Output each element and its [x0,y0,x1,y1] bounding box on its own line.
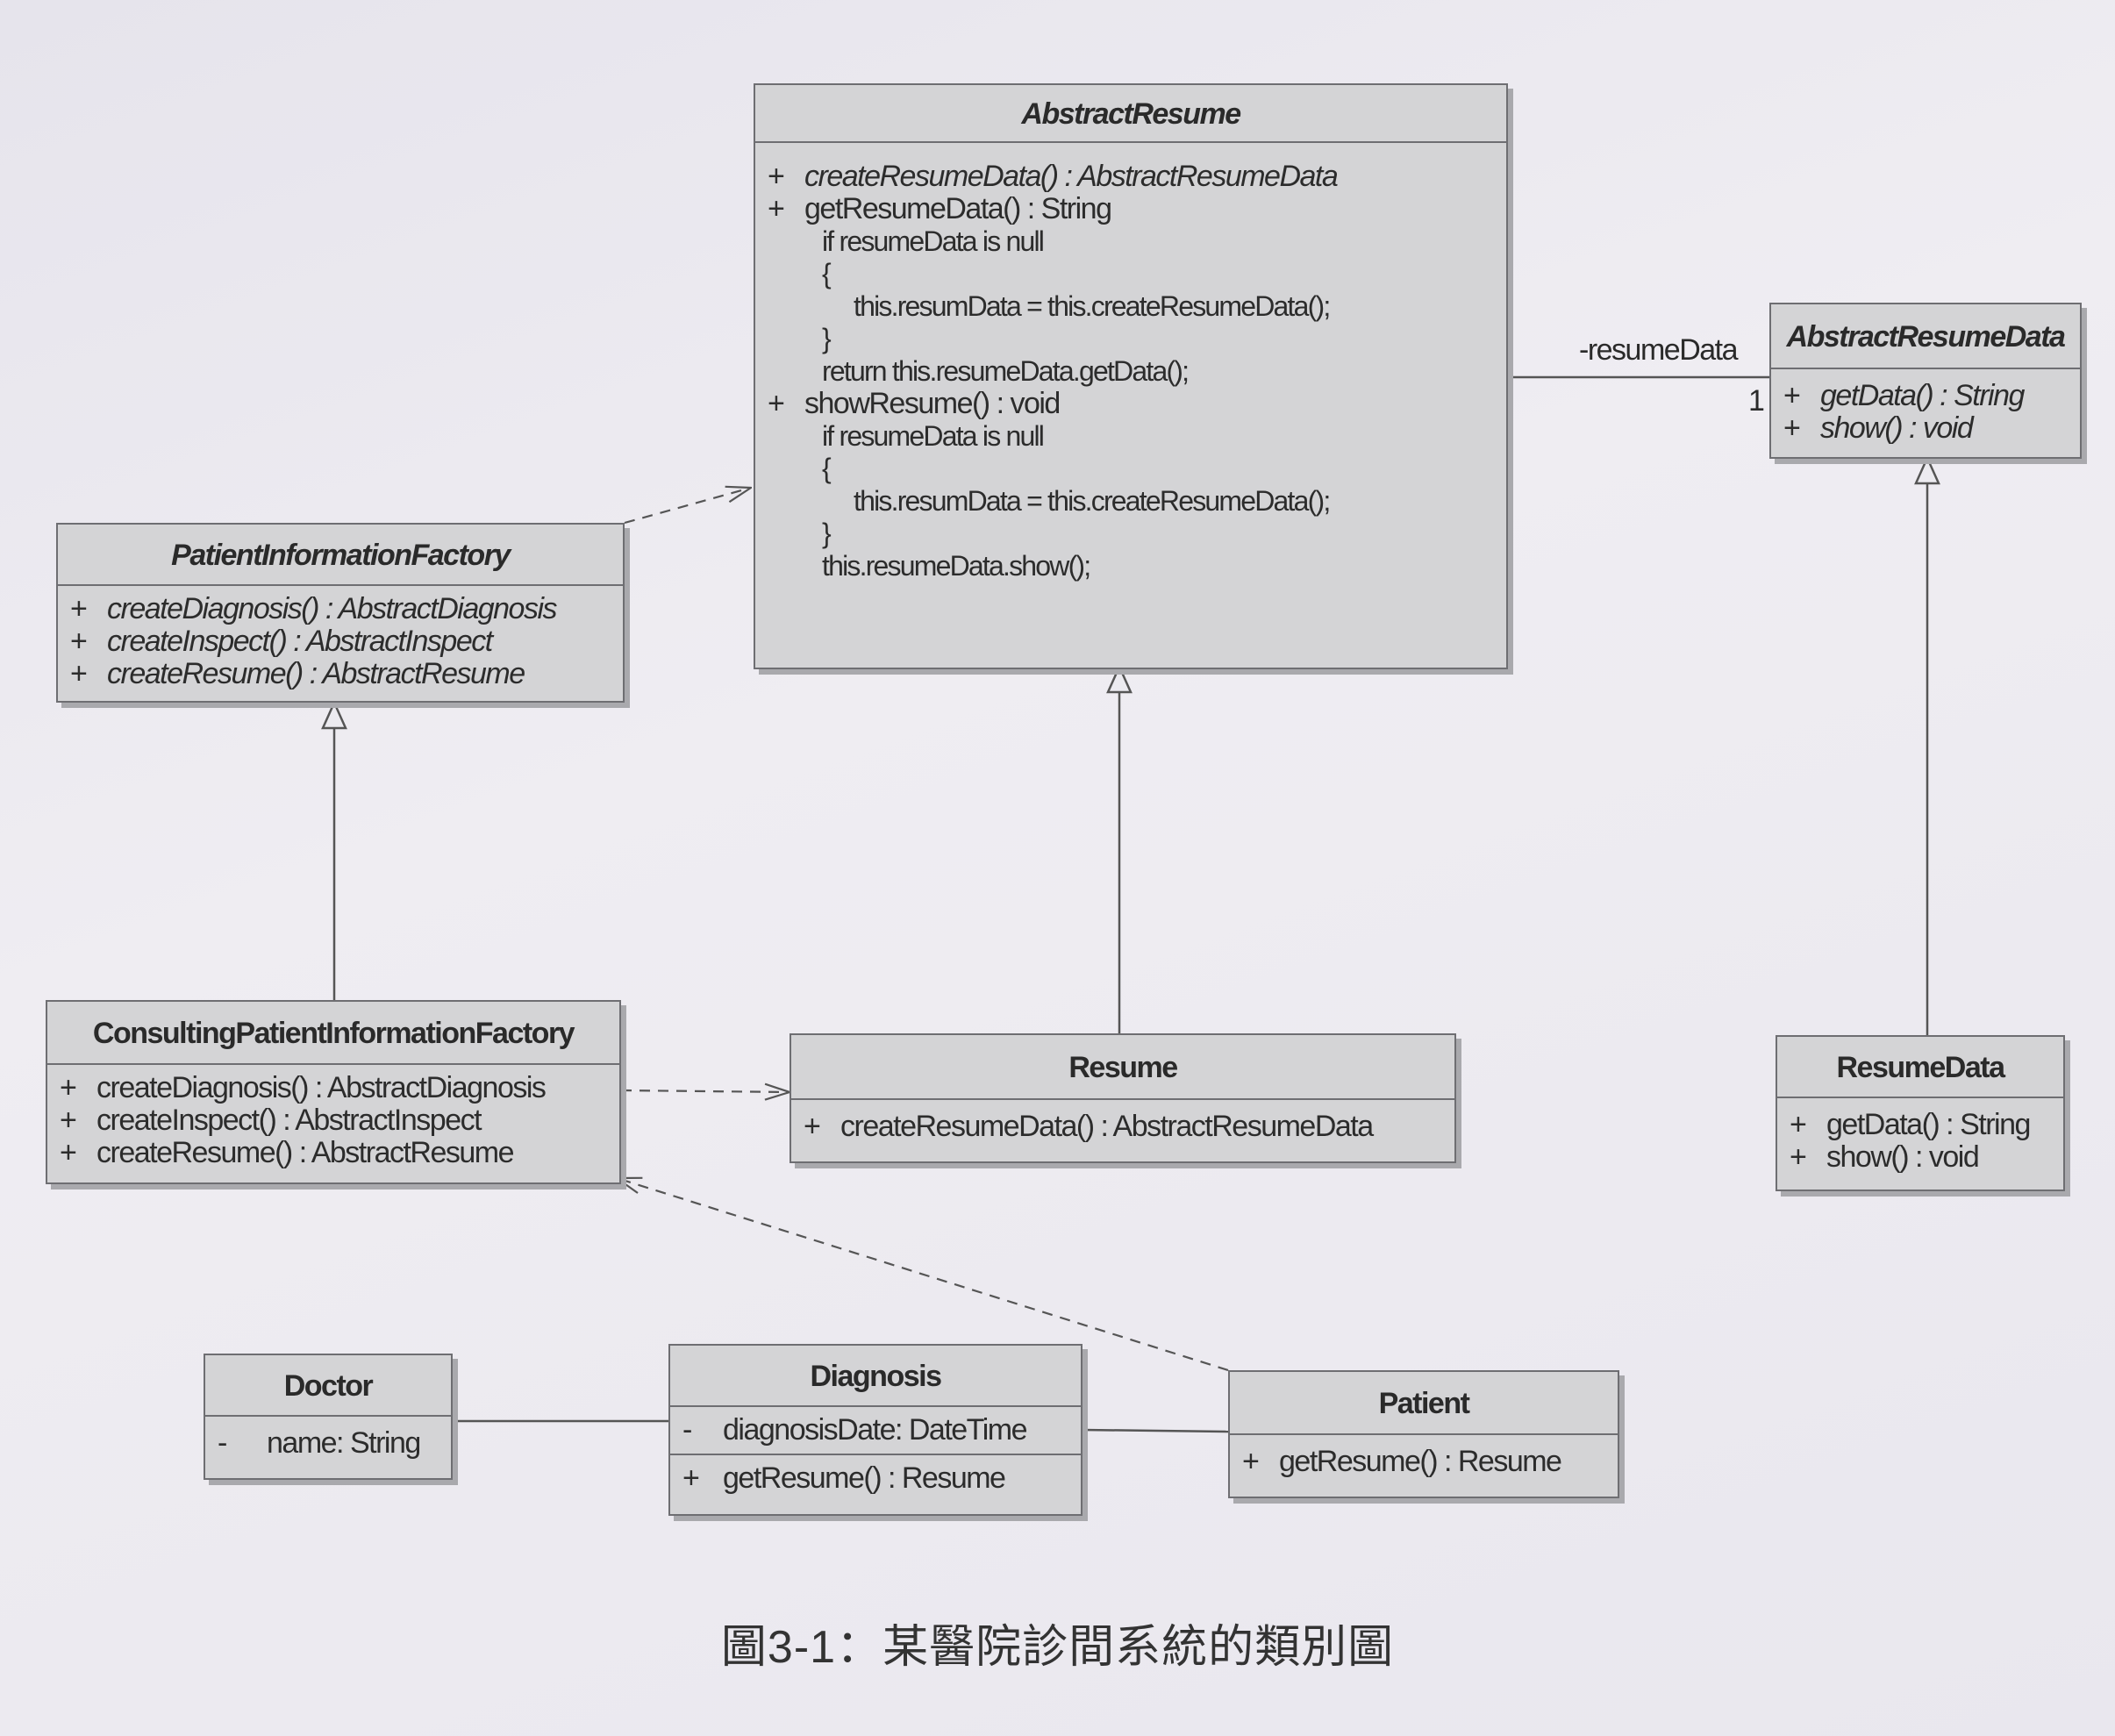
class-patient-information-factory: PatientInformationFactory +createDiagnos… [56,523,625,703]
generalization-resumedata-to-abstractresumedata [1914,454,1940,1035]
class-resume: Resume +createResumeData() : AbstractRes… [790,1033,1456,1163]
association-multiplicity-label: 1 [1748,384,1765,418]
operations-compartment: +getResume() : Resume [1230,1435,1618,1487]
class-abstract-resume: AbstractResume +createResumeData() : Abs… [754,83,1508,669]
class-name: ResumeData [1777,1037,2063,1098]
code-line: if resumeData is null [822,420,1045,452]
class-diagnosis: Diagnosis -diagnosisDate: DateTime +getR… [668,1344,1083,1516]
code-line: return this.resumeData.getData(); [822,355,1190,387]
operation-row: +show() : void [1790,1140,1980,1174]
dependency-factory-to-abstractresume [624,488,751,525]
code-line: this.resumData = this.createResumeData()… [854,290,1331,322]
operation-row: +getData() : String [1790,1108,2031,1141]
code-line: { [822,453,832,484]
operation-row: +createInspect() : AbstractInspect [70,625,493,658]
code-line: } [822,518,832,549]
attribute-row: -name: String [218,1426,421,1460]
class-name: Doctor [205,1355,451,1417]
operation-row: +createResume() : AbstractResume [70,657,525,690]
class-name: Diagnosis [670,1346,1081,1407]
attributes-compartment: -diagnosisDate: DateTime [670,1407,1081,1455]
operation-row: +createResume() : AbstractResume [60,1136,515,1169]
class-name: ConsultingPatientInformationFactory [47,1002,619,1065]
code-line: this.resumeData.show(); [822,550,1091,582]
class-name: Resume [791,1035,1454,1100]
generalization-resume-to-abstractresume [1106,663,1133,1033]
operation-row: +createResumeData() : AbstractResumeData [768,160,1339,193]
attributes-compartment: -name: String [205,1417,451,1468]
code-line: { [822,258,832,289]
operation-row: +getData() : String [1783,379,2025,412]
class-abstract-resume-data: AbstractResumeData +getData() : String +… [1769,303,2082,459]
figure-caption: 圖3-1：某醫院診間系統的類別圖 [720,1622,1395,1673]
operation-row: +show() : void [1783,411,1974,445]
operations-compartment: +createResumeData() : AbstractResumeData [791,1100,1454,1152]
generalization-consulting-to-factory [321,699,347,1000]
code-line: } [822,323,832,354]
operation-row: +getResumeData() : String [768,192,1112,225]
attribute-row: -diagnosisDate: DateTime [682,1413,1027,1447]
dependency-consulting-to-resume [620,1090,790,1092]
operation-row: +getResume() : Resume [1242,1445,1562,1478]
operation-row: +createDiagnosis() : AbstractDiagnosis [60,1071,547,1104]
operation-row: +createInspect() : AbstractInspect [60,1104,482,1137]
class-name: Patient [1230,1372,1618,1435]
class-patient: Patient +getResume() : Resume [1228,1370,1619,1498]
operations-compartment: +createResumeData() : AbstractResumeData… [755,143,1506,591]
operations-compartment: +createDiagnosis() : AbstractDiagnosis +… [58,586,623,699]
code-line: this.resumData = this.createResumeData()… [854,485,1331,517]
operation-row: +showResume() : void [768,387,1061,420]
dependency-patient-to-consulting [617,1178,1229,1372]
operation-row: +createDiagnosis() : AbstractDiagnosis [70,592,558,625]
class-name: AbstractResumeData [1771,304,2080,369]
operations-compartment: +createDiagnosis() : AbstractDiagnosis +… [47,1065,619,1178]
association-diagnosis-patient [1082,1428,1229,1433]
operations-compartment: +getResume() : Resume [670,1455,1081,1502]
class-resume-data: ResumeData +getData() : String +show() :… [1776,1035,2065,1191]
operation-row: +getResume() : Resume [682,1461,1006,1495]
association-role-label: -resumeData [1579,333,1739,367]
class-consulting-patient-information-factory: ConsultingPatientInformationFactory +cre… [46,1000,621,1184]
operation-row: +createResumeData() : AbstractResumeData [804,1110,1374,1143]
class-doctor: Doctor -name: String [204,1354,453,1480]
operations-compartment: +getData() : String +show() : void [1771,369,2080,454]
code-line: if resumeData is null [822,225,1045,257]
class-name: PatientInformationFactory [58,525,623,586]
class-name: AbstractResume [755,85,1506,143]
operations-compartment: +getData() : String +show() : void [1777,1098,2063,1182]
